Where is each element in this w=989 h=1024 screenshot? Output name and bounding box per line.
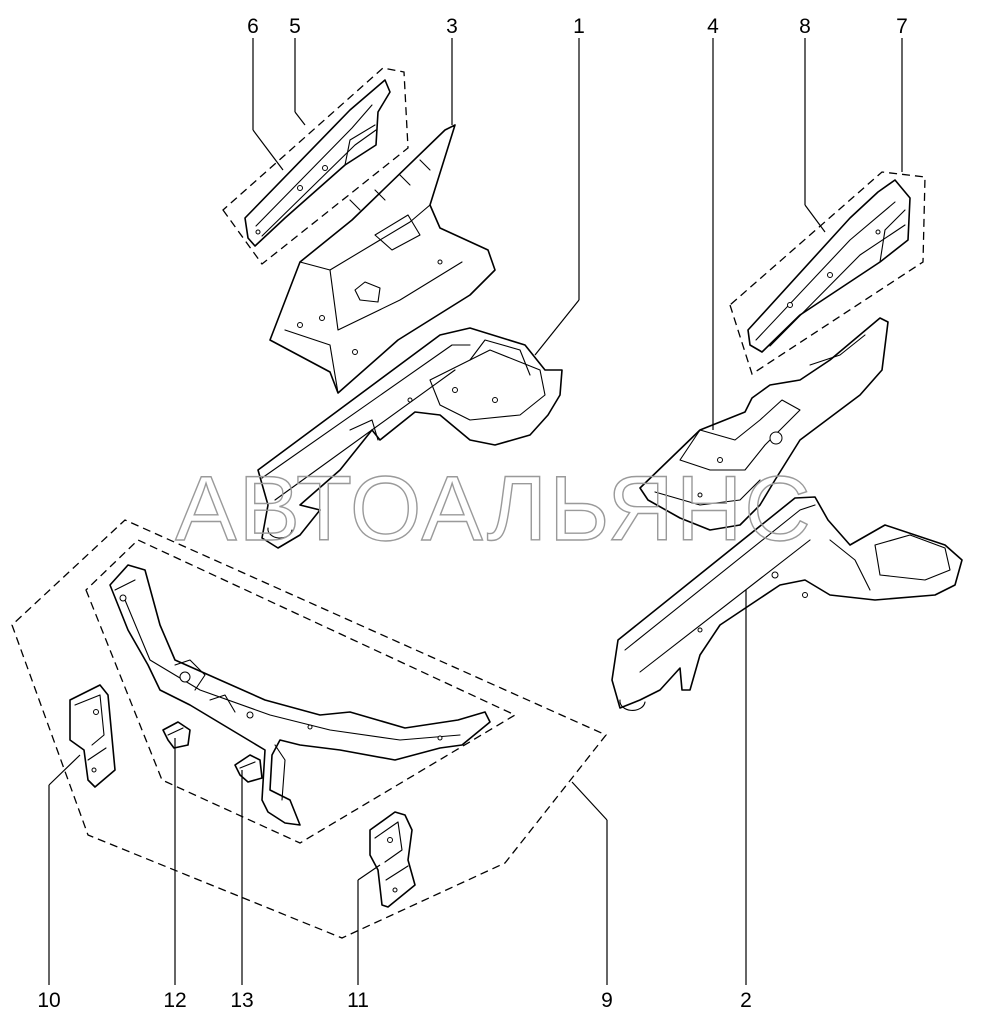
callout-5: 5 — [289, 15, 301, 38]
callout-11: 11 — [347, 989, 369, 1012]
callout-10: 10 — [37, 989, 60, 1012]
leader-5b — [294, 111, 306, 126]
leader-lines — [48, 38, 903, 985]
floor-panel-part-3 — [269, 124, 496, 394]
leader-10b — [48, 754, 81, 786]
callout-1: 1 — [573, 15, 585, 38]
leader-1b — [534, 299, 580, 356]
callout-8: 8 — [799, 15, 811, 38]
clip-part-13 — [234, 754, 263, 783]
callout-6: 6 — [247, 15, 259, 38]
reinforcement-parts-5-6 — [244, 79, 391, 247]
group-outline-7-8 — [729, 171, 926, 376]
side-member-part-1 — [257, 327, 563, 549]
callout-12: 12 — [163, 989, 186, 1012]
leader-11b — [357, 864, 381, 881]
callout-9: 9 — [601, 989, 613, 1012]
crossmember-part-4 — [639, 317, 889, 531]
radiator-crossmember-part-9 — [109, 564, 491, 826]
clip-part-12 — [162, 721, 191, 749]
side-member-part-2 — [611, 496, 963, 711]
reinforcement-parts-7-8 — [747, 179, 911, 353]
group-outline-9-inner — [85, 539, 517, 844]
callout-3: 3 — [446, 15, 458, 38]
callout-2: 2 — [740, 989, 752, 1012]
callout-13: 13 — [230, 989, 253, 1012]
group-outline-5-6 — [222, 67, 409, 265]
callout-labels: 6 5 3 1 4 8 7 10 12 13 11 9 2 — [37, 15, 908, 1012]
callout-7: 7 — [896, 15, 908, 38]
leader-9b — [571, 781, 608, 821]
leader-6b — [252, 129, 284, 171]
group-outline-9-outer — [11, 519, 608, 939]
leader-8b — [804, 204, 826, 233]
callout-4: 4 — [707, 15, 719, 38]
bracket-part-10 — [69, 684, 116, 788]
watermark-text: АВТОАЛЬЯНС — [175, 458, 813, 560]
bracket-part-11 — [369, 811, 416, 908]
